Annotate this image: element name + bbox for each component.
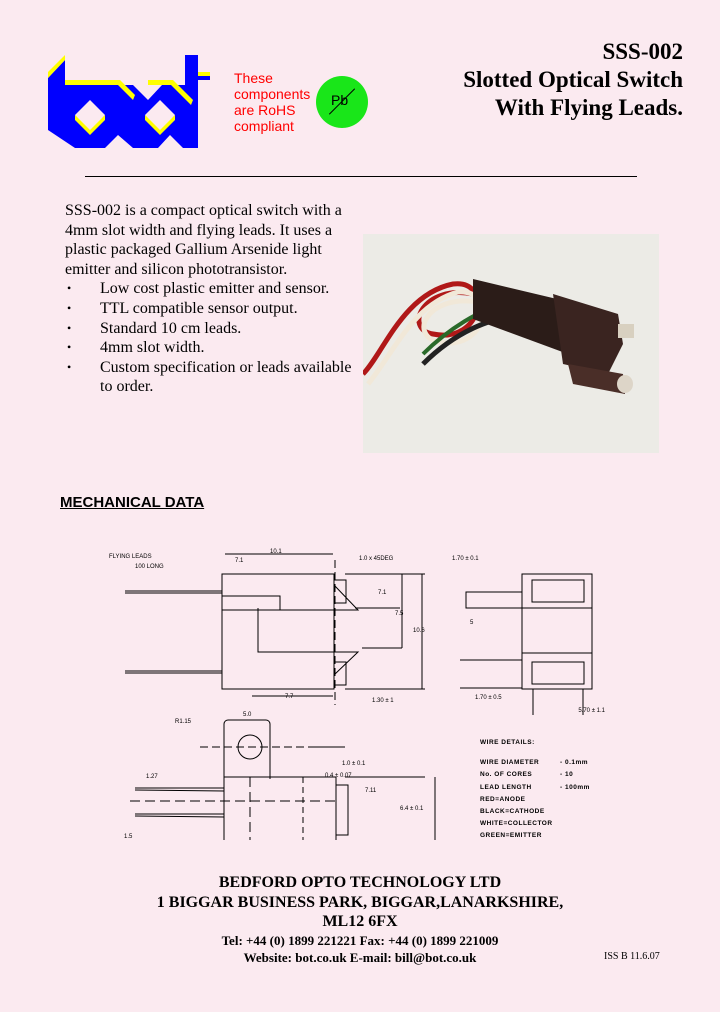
dim-label: 7.5 xyxy=(395,611,404,617)
wire-detail-row: WIRE DIAMETER - 0.1mm xyxy=(480,757,590,769)
issue-number: ISS B 11.6.07 xyxy=(604,951,660,962)
rohs-line: These xyxy=(234,70,273,86)
dim-label: 1.30 ± 1 xyxy=(372,698,394,704)
wire-detail-value: - 100mm xyxy=(560,783,590,791)
feature-item: TTL compatible sensor output. xyxy=(67,299,360,319)
address-line: 1 BIGGAR BUSINESS PARK, BIGGAR,LANARKSHI… xyxy=(156,893,564,911)
dim-label: 10.1 xyxy=(270,549,282,555)
dim-label: 7.11 xyxy=(365,788,377,794)
wire-color: BLACK=CATHODE xyxy=(480,808,545,816)
wire-detail-row: LEAD LENGTH - 100mm xyxy=(480,782,590,794)
dim-label: R1.15 xyxy=(175,719,192,725)
dim-label: 10.6 xyxy=(413,628,425,634)
title-line-2: With Flying Leads. xyxy=(494,95,683,120)
rohs-line: components xyxy=(234,86,311,102)
rohs-line: are RoHS xyxy=(234,102,296,118)
wire-color: GREEN=EMITTER xyxy=(480,832,542,840)
wire-details: WIRE DETAILS: WIRE DIAMETER - 0.1mm No. O… xyxy=(480,737,590,843)
wire-detail-value: - 10 xyxy=(560,771,574,779)
feature-item: 4mm slot width. xyxy=(67,338,360,358)
dim-label: 6.4 ± 0.1 xyxy=(400,806,424,812)
divider xyxy=(85,176,637,177)
dim-label: 1.70 ± 0.1 xyxy=(452,556,479,562)
wire-detail-label: LEAD LENGTH xyxy=(480,783,532,791)
product-photo xyxy=(363,234,659,453)
dim-label: 5.0 xyxy=(243,712,252,718)
dim-label: 7.7 xyxy=(285,694,294,700)
wire-detail-label: WIRE DIAMETER xyxy=(480,759,540,767)
part-number: SSS-002 xyxy=(602,39,683,64)
title-line-1: Slotted Optical Switch xyxy=(463,67,683,92)
dim-label: 7.1 xyxy=(378,590,387,596)
dim-label: 1.27 xyxy=(146,774,158,780)
dim-label: 0.4 ± 0.07 xyxy=(325,773,352,779)
description: SSS-002 is a compact optical switch with… xyxy=(65,201,360,397)
wire-details-heading: WIRE DETAILS: xyxy=(480,739,535,746)
dim-label: 5 xyxy=(470,620,474,626)
feature-list: Low cost plastic emitter and sensor. TTL… xyxy=(65,279,360,397)
phone-fax: Tel: +44 (0) 1899 221221 Fax: +44 (0) 18… xyxy=(221,933,499,948)
dim-label: 1.5 xyxy=(124,834,133,840)
dim-label: 5.70 ± 1.1 xyxy=(578,708,605,714)
mechanical-drawing: FLYING LEADS 100 LONG 10.1 1.0 x 45DEG 7… xyxy=(109,549,606,840)
pb-free-icon: Pb xyxy=(316,76,368,128)
dim-label: 100 LONG xyxy=(135,564,164,570)
dim-label: 1.0 ± 0.1 xyxy=(342,761,366,767)
rohs-line: compliant xyxy=(234,118,294,134)
pb-label: Pb xyxy=(331,92,349,108)
contact-info: Tel: +44 (0) 1899 221221 Fax: +44 (0) 18… xyxy=(0,932,720,966)
website-email[interactable]: Website: bot.co.uk E-mail: bill@bot.co.u… xyxy=(243,950,477,965)
mechanical-data-heading: MECHANICAL DATA xyxy=(60,494,205,511)
dim-label: 7.1 xyxy=(235,558,244,564)
wire-detail-row: No. OF CORES - 10 xyxy=(480,769,590,781)
wire-color: WHITE=COLLECTOR xyxy=(480,820,553,828)
wire-detail-label: No. OF CORES xyxy=(480,771,533,779)
dim-label: FLYING LEADS xyxy=(109,554,152,560)
company-name: BEDFORD OPTO TECHNOLOGY LTD xyxy=(218,874,502,891)
feature-item: Custom specification or leads available … xyxy=(67,358,360,397)
feature-item: Standard 10 cm leads. xyxy=(67,319,360,339)
postcode: ML12 6FX xyxy=(322,913,398,930)
dim-label: 1.0 x 45DEG xyxy=(359,556,394,562)
wire-color: RED=ANODE xyxy=(480,795,526,803)
dim-label: 1.70 ± 0.5 xyxy=(475,695,502,701)
company-address: BEDFORD OPTO TECHNOLOGY LTD 1 BIGGAR BUS… xyxy=(0,873,720,932)
feature-item: Low cost plastic emitter and sensor. xyxy=(67,279,360,299)
bot-logo xyxy=(48,55,210,148)
wire-detail-value: - 0.1mm xyxy=(560,759,589,767)
intro-paragraph: SSS-002 is a compact optical switch with… xyxy=(65,202,342,278)
rohs-statement: These components are RoHS compliant xyxy=(234,70,310,134)
